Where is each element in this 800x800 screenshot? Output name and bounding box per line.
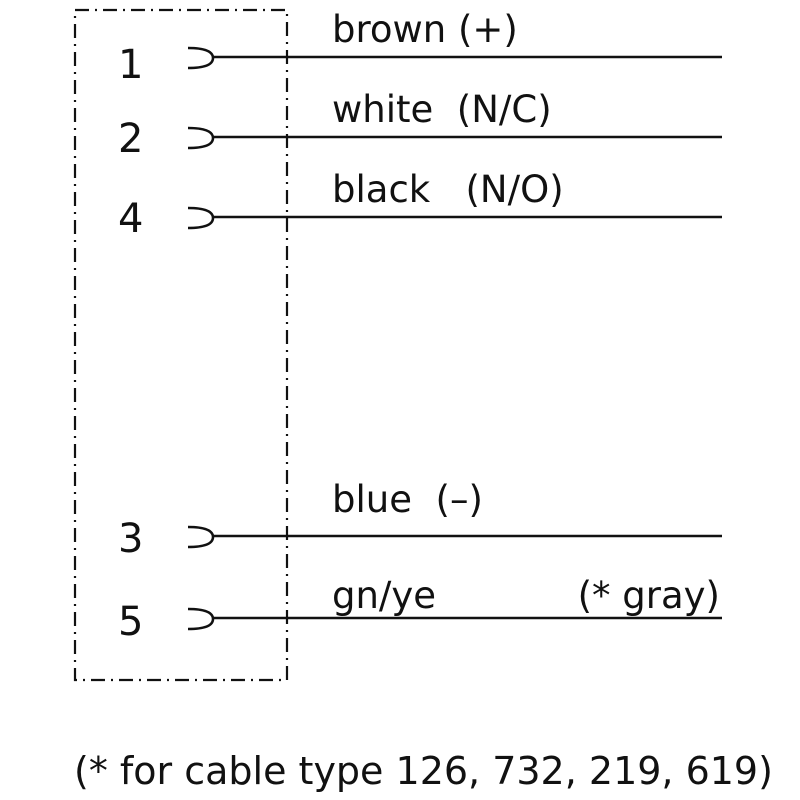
pin-row-5: 5 gn/ye (* gray) (118, 574, 722, 645)
pin-number: 1 (118, 42, 143, 88)
socket-contact-icon (187, 46, 215, 70)
wire-label: white (N/C) (332, 88, 552, 131)
pin-number: 4 (118, 196, 143, 242)
wire-label: gn/ye (332, 574, 436, 617)
wire-label: brown (+) (332, 8, 518, 51)
socket-contact-icon (187, 525, 215, 549)
wire-label: blue (–) (332, 478, 483, 521)
socket-contact-icon (187, 607, 215, 631)
wire-label: black (N/O) (332, 168, 564, 211)
connector-housing-outline (73, 8, 289, 682)
wire-note: (* gray) (578, 574, 720, 617)
socket-contact-icon (187, 206, 215, 230)
socket-contact-icon (187, 126, 215, 150)
pin-number: 2 (118, 116, 143, 162)
pin-number: 3 (118, 516, 143, 562)
pin-row-1: 1 brown (+) (118, 8, 722, 88)
pin-row-4: 4 black (N/O) (118, 168, 722, 242)
pin-row-2: 2 white (N/C) (118, 88, 722, 162)
pin-row-3: 3 blue (–) (118, 478, 722, 562)
footnote: (* for cable type 126, 732, 219, 619) (74, 749, 773, 793)
pin-number: 5 (118, 599, 143, 645)
